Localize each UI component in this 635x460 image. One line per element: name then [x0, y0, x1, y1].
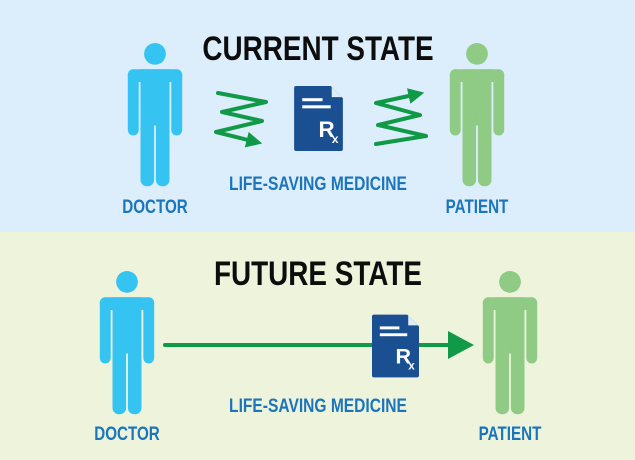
future-state-section: FUTURE STATE DOCTOR PATIENT LIFE-SAVING …	[0, 232, 635, 460]
zigzag-arrow-left	[214, 91, 268, 148]
doctor-label: DOCTOR	[122, 195, 188, 217]
current-state-title: CURRENT STATE	[202, 29, 433, 67]
future-state-title: FUTURE STATE	[214, 254, 422, 292]
zigzag-arrow-right	[374, 88, 428, 146]
patient-label: PATIENT	[446, 195, 509, 217]
prescription-document-icon	[372, 314, 419, 378]
medicine-label: LIFE-SAVING MEDICINE	[229, 395, 407, 417]
arrow-head-icon	[448, 331, 474, 359]
patient-label: PATIENT	[479, 422, 542, 444]
doctor-label: DOCTOR	[94, 422, 160, 444]
medicine-label: LIFE-SAVING MEDICINE	[229, 173, 407, 195]
prescription-document-icon	[294, 86, 343, 151]
current-state-section: CURRENT STATE DOCTOR PATIENT LIFE-SAVING…	[0, 0, 635, 232]
